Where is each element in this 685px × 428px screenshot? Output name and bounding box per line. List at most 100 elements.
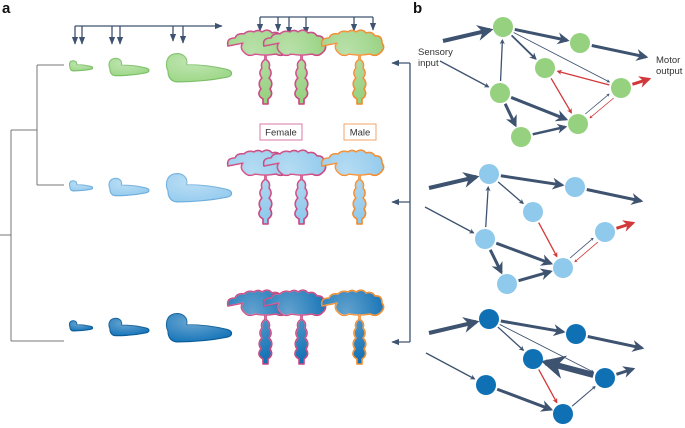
species-3-row	[68, 289, 385, 365]
edge-in2-to-4	[439, 60, 490, 88]
edge-4-to-5	[495, 241, 554, 266]
male-label-box: Male	[343, 123, 377, 141]
body-stage-3	[165, 173, 233, 203]
edge-5-to-3	[571, 385, 596, 407]
edge-4-to-5	[496, 387, 554, 412]
body-stage-2	[108, 177, 150, 197]
female-larynx-2	[262, 29, 327, 105]
female-larynx-1	[226, 149, 291, 225]
edge-2-to-5	[538, 222, 558, 258]
species-1-row	[68, 29, 385, 105]
body-stage-3	[165, 313, 233, 343]
sensory-input-label-line2: input	[418, 58, 439, 69]
edge-0-to-1	[514, 27, 570, 45]
edge-0-to-3	[513, 32, 611, 83]
edge-in1-to-0	[428, 317, 480, 335]
nodes	[490, 17, 631, 147]
sensory-input-label-line1: Sensory	[418, 47, 453, 58]
network-light-blue	[424, 164, 644, 294]
edge-2-to-5	[538, 369, 558, 404]
network-dark-blue	[425, 309, 645, 424]
edges	[425, 317, 645, 412]
edge-1-to-out1	[586, 188, 644, 205]
edge-4-to-0	[499, 38, 505, 82]
edge-in2-to-4	[425, 352, 476, 380]
phylogenetic-tree	[0, 64, 64, 342]
neuron-node-1	[479, 164, 499, 184]
female-label: Female	[265, 128, 297, 139]
edge-4-to-0	[485, 185, 491, 228]
edge-3-to-5	[589, 97, 614, 119]
nodes	[475, 164, 615, 294]
male-larynx	[320, 29, 385, 105]
female-larynx-1	[226, 29, 291, 105]
neuron-node-4	[595, 368, 615, 388]
neuron-node-4	[611, 78, 631, 98]
edge-3-to-out2	[631, 76, 652, 88]
neuron-node-2	[565, 177, 585, 197]
edge-0-to-3	[499, 324, 595, 373]
network-green	[439, 17, 652, 147]
edge-3-to-out2	[615, 220, 636, 232]
panel-label-a: a	[2, 0, 11, 17]
edge-0-to-1	[500, 174, 565, 190]
neuron-node-7	[511, 127, 531, 147]
neuron-node-7	[497, 274, 517, 294]
species-rows	[68, 29, 385, 365]
edge-0-to-2	[497, 181, 524, 205]
edge-6-to-5	[532, 123, 568, 136]
neuron-node-3	[535, 58, 555, 78]
neuron-node-6	[553, 404, 573, 424]
nodes	[476, 309, 615, 424]
edge-4-to-6	[488, 249, 503, 275]
edge-6-to-5	[518, 268, 553, 283]
edge-5-to-3	[569, 237, 594, 259]
neuron-node-2	[570, 33, 590, 53]
male-larynx	[320, 149, 385, 225]
body-stage-1	[68, 180, 94, 192]
female-larynx-2	[262, 289, 327, 365]
neuron-node-5	[490, 83, 510, 103]
male-larynx	[320, 289, 385, 365]
edge-in1-to-0	[442, 25, 494, 43]
neuron-node-6	[568, 114, 588, 134]
edge-3-to-out2	[615, 366, 636, 378]
neuron-node-1	[493, 17, 513, 37]
body-stage-2	[108, 317, 150, 337]
edge-5-to-3	[585, 93, 610, 115]
female-larynx-1	[226, 289, 291, 365]
neuron-node-3	[523, 202, 543, 222]
edge-4-to-6	[503, 103, 517, 128]
edge-0-to-1	[500, 319, 566, 337]
panel-label-b: b	[413, 0, 422, 17]
female-larynx-2	[262, 149, 327, 225]
neural-networks	[424, 17, 652, 424]
motor-output-label-line1: Motor	[656, 55, 680, 66]
female-label-box: Female	[259, 123, 303, 141]
edges	[424, 172, 644, 283]
body-stage-1	[68, 60, 94, 72]
edge-1-to-out1	[587, 335, 645, 352]
edge-3-to-5	[574, 241, 599, 263]
edges	[439, 25, 652, 136]
neuron-node-2	[566, 324, 586, 344]
edge-0-to-2	[497, 326, 525, 351]
neuron-node-5	[475, 229, 495, 249]
neuron-node-4	[595, 222, 615, 242]
edge-1-to-out1	[591, 44, 649, 61]
edge-4-to-5	[510, 96, 569, 122]
neuron-node-5	[476, 375, 496, 395]
feedback-bracket	[391, 59, 411, 346]
body-stage-3	[165, 53, 233, 83]
edge-2-to-5	[550, 78, 572, 114]
edge-in1-to-0	[428, 172, 480, 190]
motor-output-label-line2: output	[656, 66, 683, 77]
neuron-node-1	[479, 309, 499, 329]
edge-3-to-2	[556, 69, 610, 86]
species-2-row	[68, 149, 385, 225]
body-stage-1	[68, 320, 94, 332]
neuron-node-6	[553, 258, 573, 278]
body-stage-2	[108, 57, 150, 77]
male-label: Male	[350, 128, 371, 139]
